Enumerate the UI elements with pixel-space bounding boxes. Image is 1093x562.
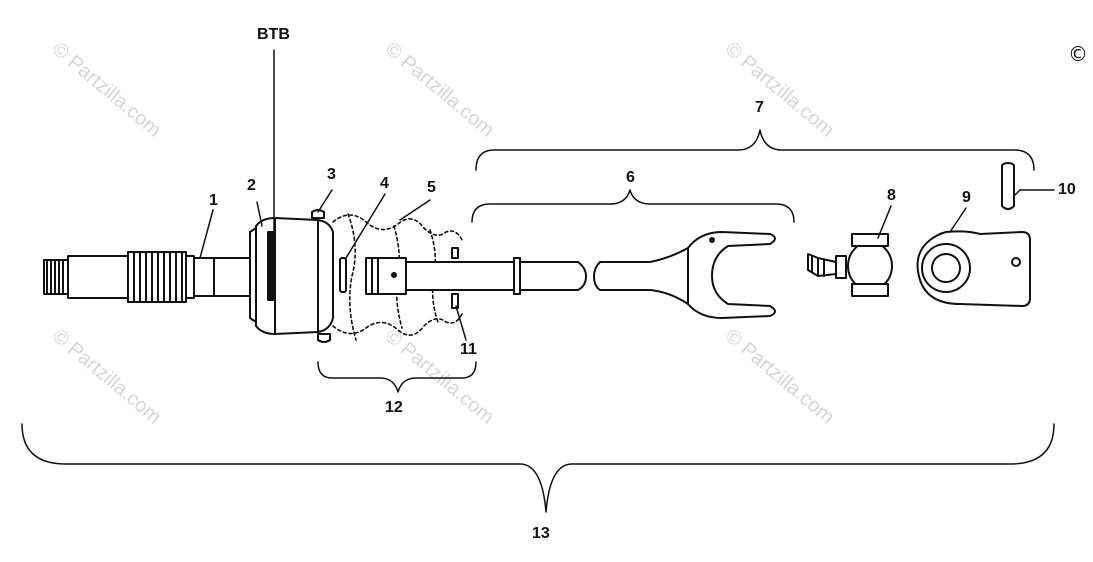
callout-11: 11: [460, 341, 477, 358]
copyright-symbol: ©: [1068, 42, 1088, 66]
callout-2: 2: [247, 177, 256, 194]
callout-13: 13: [532, 525, 550, 542]
yoke-lever: [916, 230, 1031, 307]
snap-ring: [339, 257, 347, 293]
callout-12: 12: [385, 399, 403, 416]
cv-joint-housing: [249, 209, 334, 343]
drive-shaft: [365, 231, 776, 319]
brackets: [21, 129, 1055, 513]
u-joint: [807, 233, 893, 297]
cv-stub-shaft: [43, 251, 251, 303]
callout-6: 6: [626, 169, 635, 186]
roll-pin: [1001, 162, 1015, 210]
callout-4: 4: [380, 175, 389, 192]
callout-3: 3: [327, 166, 336, 183]
callout-1: 1: [209, 192, 218, 209]
label-btb: BTB: [257, 26, 290, 43]
callout-5: 5: [427, 179, 436, 196]
callout-10: 10: [1058, 181, 1076, 198]
leader-lines: [199, 49, 1055, 341]
boot-clamp: [451, 247, 459, 259]
callout-8: 8: [887, 187, 896, 204]
callout-7: 7: [755, 99, 764, 116]
callout-9: 9: [962, 189, 971, 206]
boot-clamp: [451, 293, 459, 309]
